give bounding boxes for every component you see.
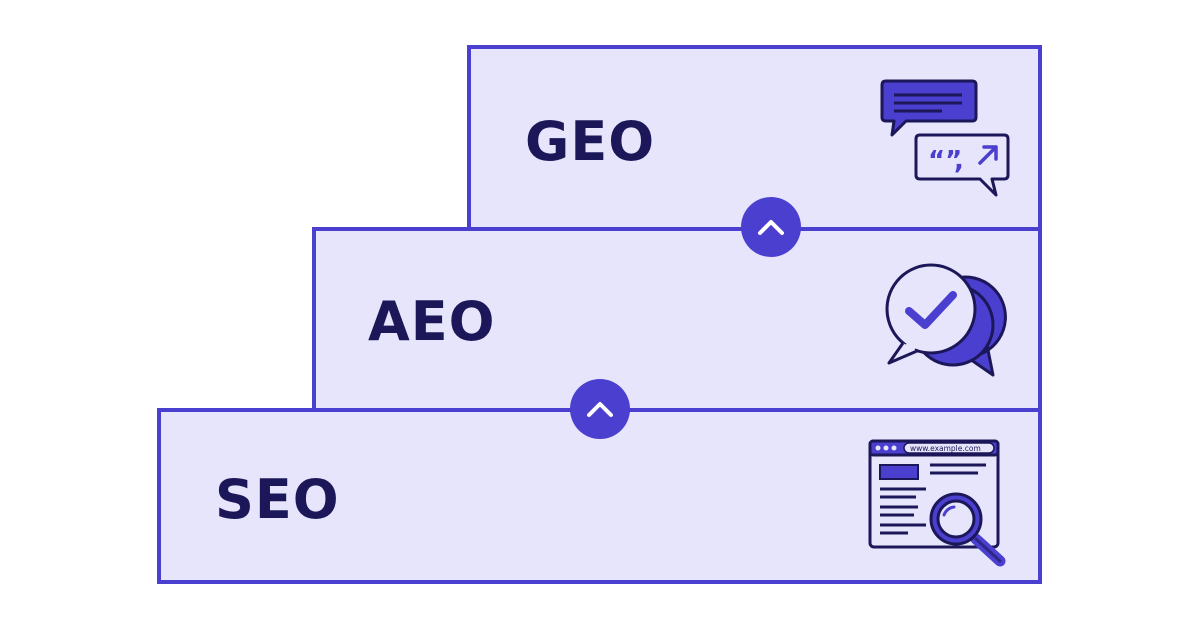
stage-geo: GEO “” , <box>467 45 1042 231</box>
verified-answer-chat-icon <box>885 263 1007 377</box>
stage-label-aeo: AEO <box>368 290 496 353</box>
chevron-up-glyph <box>587 402 613 417</box>
url-text: www.example.com <box>910 444 981 453</box>
stage-aeo: AEO <box>312 227 1042 412</box>
svg-text:,: , <box>954 146 964 176</box>
browser-search-icon: www.example.com <box>868 439 1006 567</box>
chat-quote-share-icon: “” , <box>880 79 1010 197</box>
chevron-up-glyph <box>758 220 784 235</box>
chevron-up-icon <box>570 379 630 439</box>
chevron-up-icon <box>741 197 801 257</box>
svg-text:“”: “” <box>928 146 962 176</box>
stage-label-geo: GEO <box>525 110 656 173</box>
stage-label-seo: SEO <box>215 468 340 531</box>
